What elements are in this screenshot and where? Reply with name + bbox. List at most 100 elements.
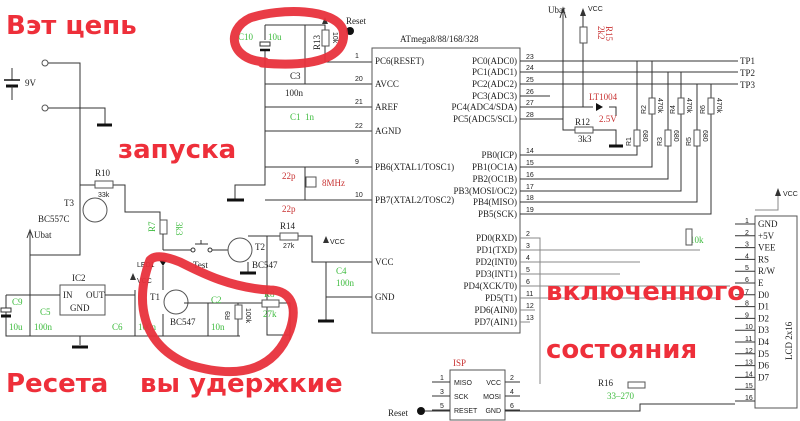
r4-ref: R4 bbox=[670, 105, 677, 114]
t1-value: BC547 bbox=[170, 317, 196, 327]
lcd-pin-number: 11 bbox=[745, 336, 752, 343]
mcu-pin-label: PB2(OC1B) bbox=[472, 174, 517, 184]
mcu-pin-label: PB3(MOSI/OC2) bbox=[453, 186, 517, 196]
mcu-pin-number: 4 bbox=[526, 255, 530, 262]
lcd-pin-number: 9 bbox=[745, 312, 749, 319]
isp-pin-label: SCK bbox=[454, 394, 469, 401]
mcu-pin-label: PC1(ADC1) bbox=[472, 67, 517, 77]
red-annotations: Вэт цепь запуска Ресета вы удержкие вклю… bbox=[6, 7, 745, 399]
mcu-pin-label: PB4(MISO) bbox=[473, 197, 517, 207]
mcu-pin-label: GND bbox=[375, 292, 395, 302]
mcu-pin-label: PC3(ADC3) bbox=[472, 91, 517, 101]
isp-header: ISP Reset R16 33–270 1MISO2VCC3SCK4MOSI5… bbox=[388, 358, 735, 421]
mcu-pin-number: 26 bbox=[526, 89, 534, 96]
tp2-label: TP2 bbox=[740, 68, 755, 78]
t3-value: BC557C bbox=[38, 214, 70, 224]
r12-value: 3k3 bbox=[578, 134, 592, 144]
isp-title: ISP bbox=[453, 358, 466, 368]
annotation-text: включенного bbox=[546, 277, 745, 307]
battery-label: 9V bbox=[25, 78, 37, 88]
t3-stage: R10 33k T3 BC557C Ubat R7 3k3 bbox=[26, 168, 184, 256]
ubat-label: Ubat bbox=[34, 230, 52, 240]
annotation-text: Ресета bbox=[6, 369, 108, 399]
mcu-pin-number: 2 bbox=[526, 231, 530, 238]
mcu-pin-label: PB1(OC1A) bbox=[472, 162, 517, 172]
mcu-pin-number: 25 bbox=[526, 77, 534, 84]
mcu-pin-number: 5 bbox=[526, 267, 530, 274]
lcd-pin-label: R/W bbox=[758, 266, 776, 276]
r10-ref: R10 bbox=[95, 168, 111, 178]
t2-ref: T2 bbox=[255, 242, 265, 252]
c3-ref: C3 bbox=[290, 71, 301, 81]
lcd-pin-number: 3 bbox=[745, 242, 749, 249]
c4-ref: C4 bbox=[336, 266, 347, 276]
lcd-pin-label: D7 bbox=[758, 372, 769, 382]
r5-ref: R5 bbox=[686, 137, 693, 146]
mcu-pin-number: 1 bbox=[355, 53, 359, 60]
mcu-pin-label: PD0(RXD) bbox=[476, 233, 517, 243]
ic2-out: OUT bbox=[86, 290, 105, 300]
crystal-value: 8MHz bbox=[322, 178, 345, 188]
c3-value: 100n bbox=[285, 88, 304, 98]
regulator: IC2 IN OUT GND C9 10u C5 100n C6 100n VC… bbox=[0, 234, 240, 349]
lcd-pin-number: 4 bbox=[745, 253, 749, 260]
lcd-pin-number: 1 bbox=[745, 218, 749, 225]
mcu-pin-label: PB7(XTAL2/TOSC2) bbox=[375, 195, 454, 205]
mcu-pin-label: PC0(ADC0) bbox=[472, 56, 517, 66]
vcc-label-2: VCC bbox=[588, 6, 603, 13]
t2-stage: Test T2 BC547 R14 27k VCC C4 100n bbox=[190, 221, 372, 336]
c1-value: 1n bbox=[305, 112, 315, 122]
mcu-pin-number: 6 bbox=[526, 279, 530, 286]
r13-ref: R13 bbox=[312, 34, 322, 50]
pot-value: 10k bbox=[690, 235, 704, 245]
mcu-input-network: C10 10u R13 10k C3 100n C1 1n 22p 22p 8M… bbox=[227, 16, 372, 214]
mcu-pin-label: PD7(AIN1) bbox=[475, 317, 518, 327]
reset-label: Reset bbox=[346, 16, 366, 26]
mcu-pin-label: AGND bbox=[375, 126, 401, 136]
lcd-pin-label: VEE bbox=[758, 243, 776, 253]
mcu-pin-label: PD5(T1) bbox=[485, 293, 517, 303]
mcu-pin-label: PD6(AIN0) bbox=[475, 305, 518, 315]
mcu-pin-label: PC4(ADC4/SDA) bbox=[451, 102, 517, 112]
c-xtal2-value: 22p bbox=[282, 204, 296, 214]
mcu-pin-label: PB6(XTAL1/TOSC1) bbox=[375, 162, 454, 172]
mcu-pin-number: 18 bbox=[526, 195, 534, 202]
mcu-pin-label: PD3(INT1) bbox=[476, 269, 518, 279]
annotation-text: запуска bbox=[118, 135, 236, 165]
vcc-label: VCC bbox=[330, 239, 345, 246]
isp-pin-label: VCC bbox=[486, 380, 501, 387]
c5-value: 100n bbox=[34, 322, 53, 332]
mcu-pin-number: 20 bbox=[355, 76, 363, 83]
c4-value: 100n bbox=[336, 278, 355, 288]
mcu-pin-number: 14 bbox=[526, 148, 534, 155]
test-pin-network: Ubat VCC 2k2 R15 LT1004 2.5V R12 3k3 TP1… bbox=[520, 5, 756, 215]
lcd-pin-number: 13 bbox=[745, 360, 753, 367]
mcu-pin-number: 22 bbox=[355, 123, 363, 130]
r16-value: 33–270 bbox=[607, 391, 635, 401]
test-button-label[interactable]: Test bbox=[193, 260, 208, 270]
r4-value: 470k bbox=[685, 98, 692, 114]
c9-ref: C9 bbox=[12, 297, 23, 307]
annotation-text: состояния bbox=[546, 335, 697, 365]
c1-ref: C1 bbox=[290, 112, 301, 122]
isp-pin-number: 4 bbox=[510, 389, 514, 396]
ic2-ref: IC2 bbox=[72, 273, 86, 283]
r3-value: 680 bbox=[672, 130, 679, 142]
lcd-pin-number: 5 bbox=[745, 265, 749, 272]
r15-value: 2k2 bbox=[596, 26, 606, 40]
tp3-label: TP3 bbox=[740, 80, 756, 90]
mcu-title: ATmega8/88/168/328 bbox=[400, 34, 479, 44]
r9-value: 100k bbox=[244, 308, 251, 324]
isp-pin-number: 1 bbox=[440, 375, 444, 382]
mcu-pin-label: PD1(TXD) bbox=[477, 245, 518, 255]
mcu-pin-number: 15 bbox=[526, 160, 534, 167]
mcu-pin-label: AREF bbox=[375, 102, 398, 112]
r1-value: 680 bbox=[641, 130, 648, 142]
mcu-chip: ATmega8/88/168/328 PC6(RESET)1AVCC20AREF… bbox=[355, 34, 534, 334]
c2-ref: C2 bbox=[211, 295, 222, 305]
lcd-pin-number: 12 bbox=[745, 348, 753, 355]
mcu-pin-number: 23 bbox=[526, 54, 534, 61]
lcd-pin-label: +5V bbox=[758, 231, 775, 241]
